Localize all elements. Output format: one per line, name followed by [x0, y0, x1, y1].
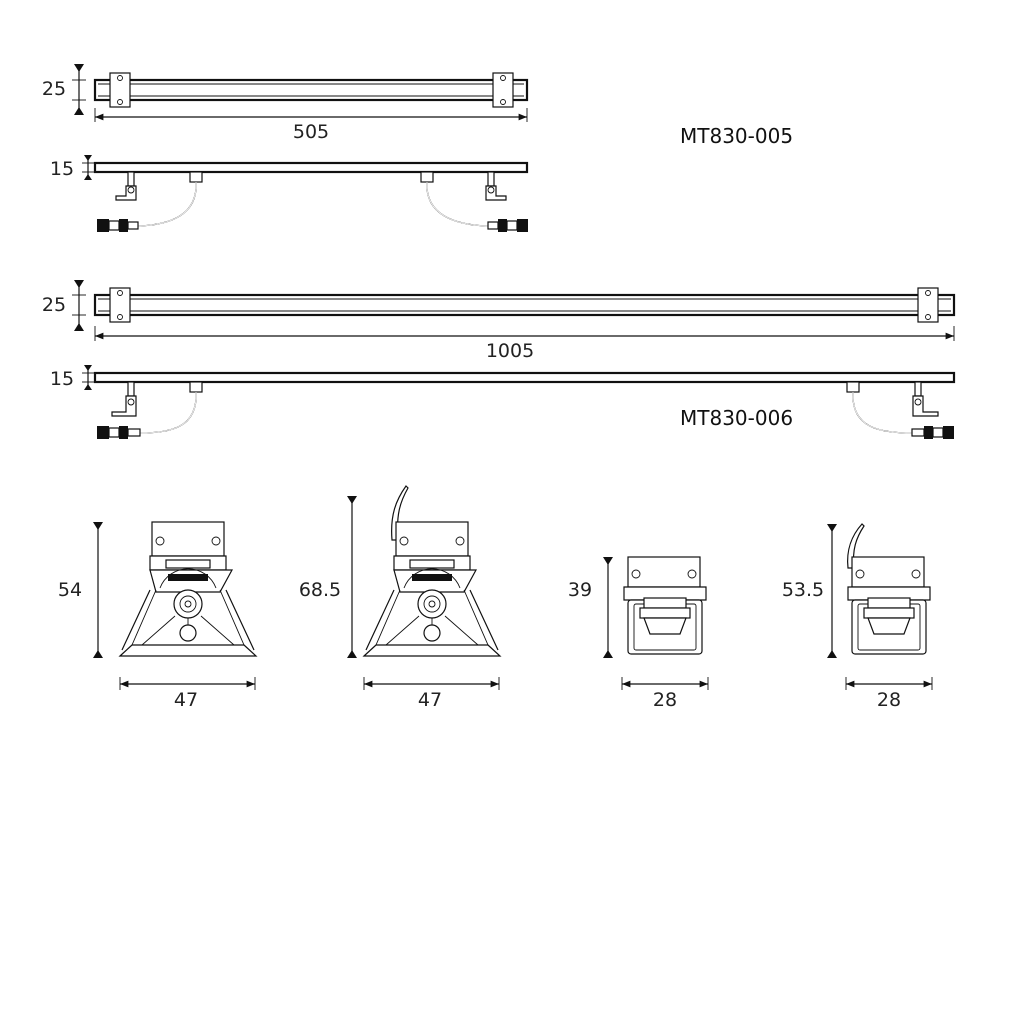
- bracket3-height-dimension: 39: [568, 557, 613, 658]
- short-height-front-dimension: 25: [42, 64, 86, 115]
- bracket3-height-label: 39: [568, 579, 592, 601]
- model-label-long: MT830-006: [680, 406, 793, 430]
- bracket4-width-dimension: 28: [845, 677, 933, 711]
- long-length-label: 1005: [486, 340, 534, 362]
- short-height-side-dimension: 15: [50, 155, 94, 180]
- long-height-side-dimension: 15: [50, 365, 94, 390]
- bracket4-width-label: 28: [877, 689, 901, 711]
- bracket4-height-dimension: 53.5: [782, 524, 837, 658]
- bracket1-height-label: 54: [58, 579, 82, 601]
- long-fixture-side-view: [93, 371, 956, 439]
- bracket1-width-dimension: 47: [119, 677, 256, 711]
- short-length-dimension: 505: [94, 108, 528, 143]
- model-label-short: MT830-005: [680, 124, 793, 148]
- bracket2-height-label: 68.5: [299, 579, 341, 601]
- short-height-side-label: 15: [50, 158, 74, 180]
- long-height-front-label: 25: [42, 294, 66, 316]
- bracket1-height-dimension: 54: [58, 522, 103, 658]
- bracket3-width-label: 28: [653, 689, 677, 711]
- bracket3-width-dimension: 28: [621, 677, 709, 711]
- long-fixture-front-view: [93, 287, 956, 323]
- bracket4-height-label: 53.5: [782, 579, 824, 601]
- bracket1-width-label: 47: [174, 689, 198, 711]
- bracket2-width-dimension: 47: [363, 677, 500, 711]
- long-height-front-dimension: 25: [42, 280, 86, 331]
- bracket-tilt-base-view-1: [118, 521, 258, 657]
- bracket-compact-view-2: [847, 523, 931, 655]
- bracket-tilt-base-view-2: [362, 485, 502, 657]
- short-length-label: 505: [293, 121, 329, 143]
- short-height-front-label: 25: [42, 78, 66, 100]
- short-fixture-front-view: [93, 72, 529, 108]
- long-height-side-label: 15: [50, 368, 74, 390]
- bracket2-height-dimension: 68.5: [299, 496, 357, 658]
- bracket2-width-label: 47: [418, 689, 442, 711]
- long-length-dimension: 1005: [94, 326, 955, 362]
- bracket-compact-view-1: [623, 556, 707, 655]
- short-fixture-side-view: [93, 161, 529, 232]
